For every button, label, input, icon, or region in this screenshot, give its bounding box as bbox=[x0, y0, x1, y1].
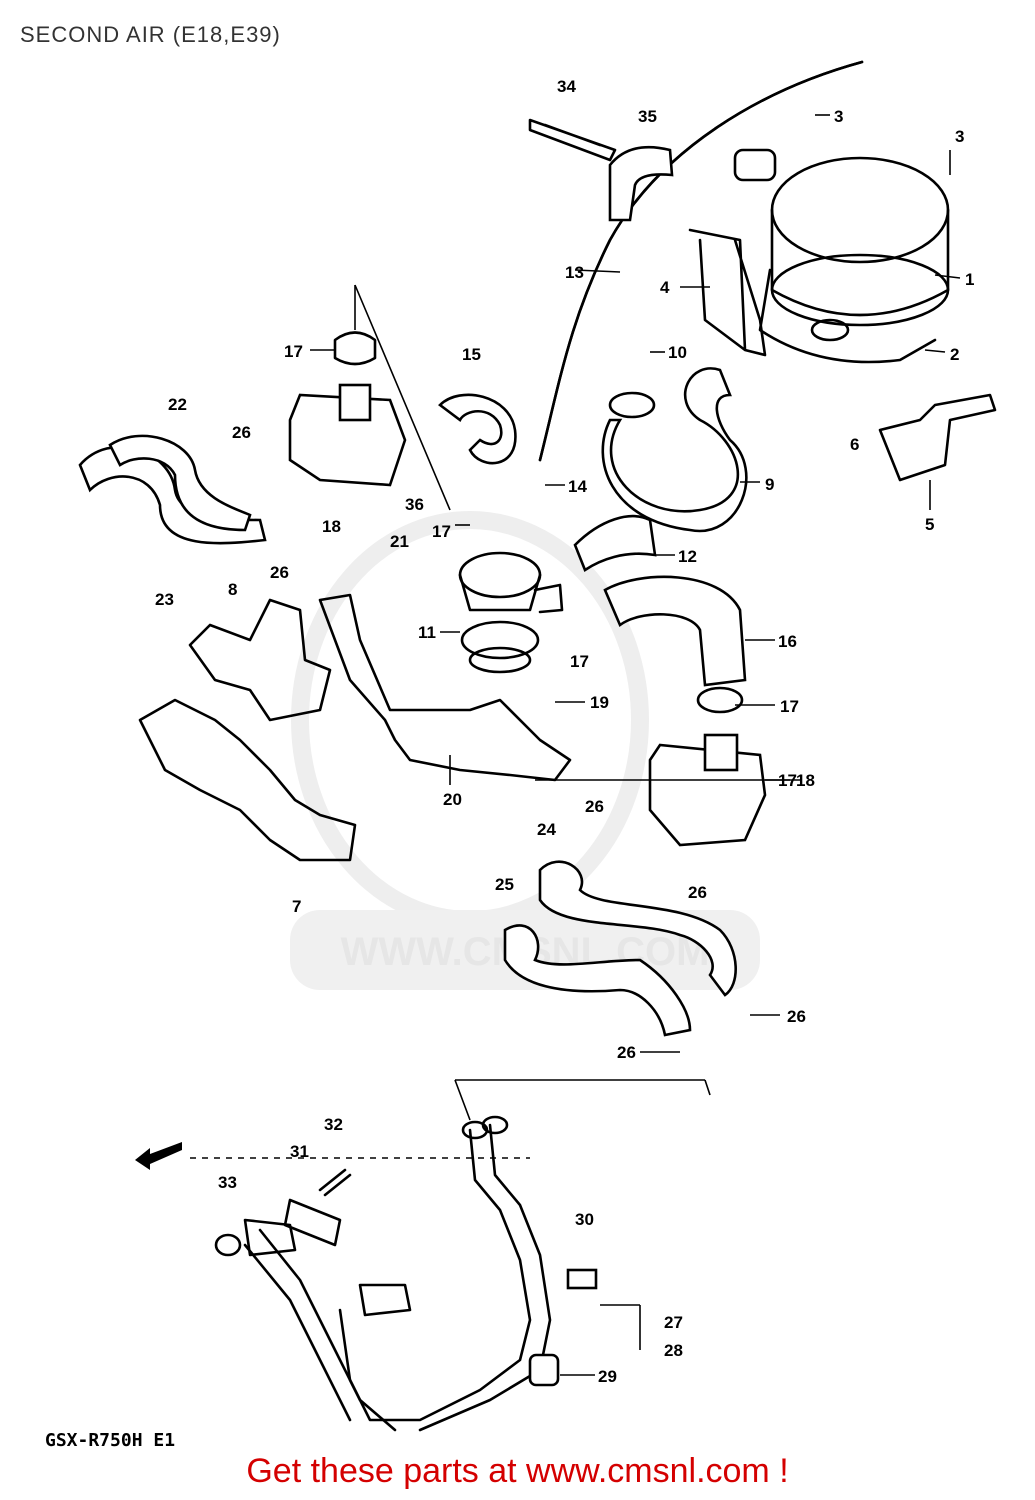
label-5: 5 bbox=[925, 515, 934, 534]
part-gasket-31[interactable] bbox=[283, 1198, 342, 1247]
label-33: 33 bbox=[218, 1173, 237, 1192]
label-22: 22 bbox=[168, 395, 187, 414]
label-25: 25 bbox=[495, 875, 514, 894]
front-arrow-icon bbox=[135, 1142, 182, 1170]
label-26a: 26 bbox=[232, 423, 251, 442]
label-4: 4 bbox=[660, 278, 670, 297]
label-8: 8 bbox=[228, 580, 237, 599]
part-hose-9[interactable] bbox=[601, 367, 748, 533]
part-bracket-8[interactable] bbox=[188, 598, 332, 722]
label-18b: 18 bbox=[796, 771, 815, 790]
label-17a: 17 bbox=[284, 342, 303, 361]
label-34: 34 bbox=[557, 77, 576, 96]
part-reed-valve-upper[interactable] bbox=[288, 331, 407, 487]
label-16: 16 bbox=[778, 632, 797, 651]
label-24: 24 bbox=[537, 820, 556, 839]
part-clamp-34[interactable] bbox=[528, 118, 617, 162]
label-31: 31 bbox=[290, 1142, 309, 1161]
label-14: 14 bbox=[568, 477, 587, 496]
label-17d: 17 bbox=[780, 697, 799, 716]
label-17b: 17 bbox=[432, 522, 451, 541]
label-7: 7 bbox=[292, 897, 301, 916]
label-10: 10 bbox=[668, 343, 687, 362]
part-cap-29[interactable] bbox=[528, 1353, 560, 1387]
promo-banner-link[interactable]: Get these parts at www.cmsnl.com ! bbox=[246, 1452, 789, 1490]
model-code: GSX-R750H E1 bbox=[45, 1430, 176, 1451]
part-hose-15[interactable] bbox=[438, 393, 517, 465]
label-11: 11 bbox=[418, 623, 436, 642]
label-3b: 3 bbox=[955, 127, 964, 146]
part-hose-12[interactable] bbox=[573, 514, 657, 572]
label-9: 9 bbox=[765, 475, 774, 494]
label-19: 19 bbox=[590, 693, 609, 712]
part-hose-35[interactable] bbox=[608, 145, 674, 222]
label-13: 13 bbox=[565, 263, 584, 282]
part-stud-32[interactable] bbox=[318, 1168, 352, 1197]
label-12: 12 bbox=[678, 547, 697, 566]
part-valve-11[interactable] bbox=[458, 551, 564, 674]
part-air-filter-case[interactable] bbox=[733, 148, 950, 364]
label-18a: 18 bbox=[322, 517, 341, 536]
label-1: 1 bbox=[965, 270, 974, 289]
label-6: 6 bbox=[850, 435, 859, 454]
label-27: 27 bbox=[664, 1313, 683, 1332]
label-2: 2 bbox=[950, 345, 959, 364]
label-23: 23 bbox=[155, 590, 174, 609]
label-26d: 26 bbox=[688, 883, 707, 902]
label-20: 20 bbox=[443, 790, 462, 809]
label-26e: 26 bbox=[787, 1007, 806, 1026]
label-29: 29 bbox=[598, 1367, 617, 1386]
label-28: 28 bbox=[664, 1341, 683, 1360]
part-bracket-4[interactable] bbox=[688, 228, 767, 357]
label-21: 21 bbox=[390, 532, 409, 551]
label-30: 30 bbox=[575, 1210, 594, 1229]
part-hose-16[interactable] bbox=[603, 575, 747, 687]
part-bracket-5[interactable] bbox=[878, 393, 997, 482]
part-bolt-30[interactable] bbox=[566, 1268, 598, 1290]
part-bracket-7[interactable] bbox=[138, 698, 357, 862]
label-35: 35 bbox=[638, 107, 657, 126]
part-nut-33[interactable] bbox=[214, 1233, 242, 1257]
part-hose-25[interactable] bbox=[503, 924, 692, 1037]
part-hose-23[interactable] bbox=[108, 434, 252, 532]
label-17e: 17 bbox=[778, 771, 797, 790]
label-26f: 26 bbox=[617, 1043, 636, 1062]
label-3a: 3 bbox=[834, 107, 843, 126]
label-32: 32 bbox=[324, 1115, 343, 1134]
label-36: 36 bbox=[405, 495, 424, 514]
label-15: 15 bbox=[462, 345, 481, 364]
label-26c: 26 bbox=[585, 797, 604, 816]
label-26b: 26 bbox=[270, 563, 289, 582]
label-17c: 17 bbox=[570, 652, 589, 671]
part-reed-valve-lower[interactable] bbox=[648, 686, 767, 847]
part-hose-24[interactable] bbox=[538, 860, 737, 997]
part-bracket-20[interactable] bbox=[318, 593, 572, 782]
leader-lines bbox=[310, 114, 961, 1376]
diagram-title: SECOND AIR (E18,E39) bbox=[20, 22, 281, 47]
part-pipe-27-28[interactable] bbox=[243, 1115, 552, 1432]
part-number-labels: 1 2 3 3 4 5 6 7 8 9 10 11 12 13 14 15 16… bbox=[155, 77, 974, 1386]
